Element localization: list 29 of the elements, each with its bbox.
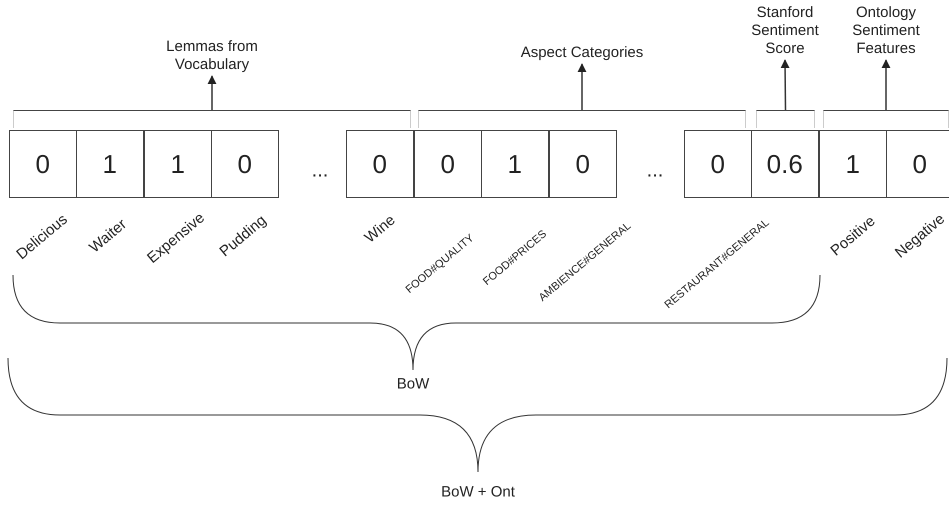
bracket	[13, 110, 411, 128]
vector-cell: 0	[414, 130, 482, 198]
vector-cell: 0	[684, 130, 752, 198]
arrow	[578, 63, 586, 110]
vector-cell: 0	[211, 130, 278, 198]
brace-label: BoW + Ont	[441, 484, 515, 500]
vector-cell: 0	[9, 130, 76, 198]
bracket	[756, 110, 815, 128]
vector-cell: 0	[346, 130, 414, 198]
ellipsis: ...	[646, 160, 664, 182]
group-heading: Aspect Categories	[492, 44, 672, 62]
bracket	[418, 110, 746, 128]
vector-cell: 1	[76, 130, 144, 198]
vector-cell: 1	[144, 130, 212, 198]
arrow	[208, 75, 216, 110]
vector-cell: 0	[549, 130, 616, 198]
vector-cell: 1	[819, 130, 886, 198]
vector-cell: 0	[886, 130, 949, 198]
vector-cell: 0.6	[751, 130, 818, 198]
bracket	[823, 110, 949, 128]
ellipsis: ...	[312, 160, 328, 182]
arrow	[780, 59, 790, 110]
feature-label: Wine	[361, 212, 399, 246]
arrow	[882, 59, 890, 110]
group-heading: Lemmas from Vocabulary	[157, 38, 267, 74]
brace-label: BoW	[396, 376, 430, 392]
vector-cell: 1	[481, 130, 548, 198]
group-heading: Ontology Sentiment Features	[836, 4, 936, 58]
group-heading: Stanford Sentiment Score	[735, 4, 835, 58]
